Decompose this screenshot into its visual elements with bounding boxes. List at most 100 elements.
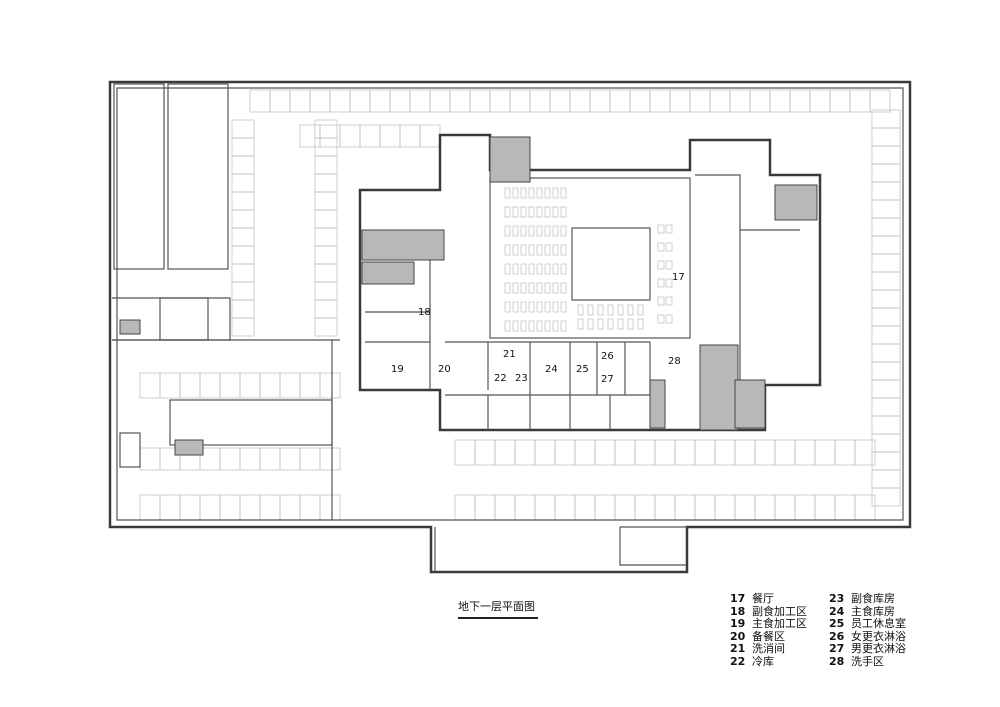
- drawing-title: 地下一层平面图: [458, 598, 538, 619]
- table: [520, 320, 527, 332]
- table: [536, 263, 543, 275]
- parking-stall: [231, 227, 255, 247]
- parking-stall: [231, 173, 255, 193]
- table: [577, 304, 584, 316]
- parking-stall: [871, 127, 901, 147]
- table: [520, 187, 527, 199]
- parking-stall: [629, 89, 651, 113]
- room-24-label: 24: [545, 364, 558, 375]
- parking-stall: [694, 494, 716, 521]
- dining-tables: [504, 187, 673, 332]
- parking-stall: [199, 372, 221, 399]
- parking-stall: [869, 89, 891, 113]
- table: [560, 301, 567, 313]
- parking-stall: [634, 439, 656, 466]
- parking-stall: [794, 494, 816, 521]
- parking-stall: [514, 439, 536, 466]
- parking-stall: [754, 494, 776, 521]
- table: [520, 282, 527, 294]
- table: [520, 263, 527, 275]
- room-20-label: 20: [438, 364, 451, 375]
- parking-stall: [314, 263, 338, 283]
- parking-stall: [714, 494, 736, 521]
- parking-stall: [231, 281, 255, 301]
- parking-stall: [509, 89, 531, 113]
- table: [504, 263, 511, 275]
- parking-stall: [329, 89, 351, 113]
- table: [597, 304, 604, 316]
- parking-stall: [249, 89, 271, 113]
- parking-stall: [871, 469, 901, 489]
- parking-stall: [279, 447, 301, 471]
- table: [512, 320, 519, 332]
- parking-stall: [159, 372, 181, 399]
- table: [512, 282, 519, 294]
- table: [520, 244, 527, 256]
- dining-block: [119, 133, 822, 456]
- parking-stall: [774, 494, 796, 521]
- room-19-label: 19: [391, 364, 404, 375]
- parking-stall: [694, 439, 716, 466]
- parking-stall: [834, 494, 856, 521]
- table: [528, 225, 535, 237]
- parking-stall: [219, 494, 241, 521]
- table: [544, 225, 551, 237]
- parking-stall: [654, 439, 676, 466]
- parking-stall: [729, 89, 751, 113]
- parking-stall: [239, 372, 261, 399]
- parking-stall: [794, 439, 816, 466]
- parking-stall: [314, 227, 338, 247]
- table: [512, 263, 519, 275]
- parking-stall: [569, 89, 591, 113]
- parking-stall: [449, 89, 471, 113]
- table: [536, 225, 543, 237]
- parking-stall: [871, 235, 901, 255]
- room-18-label: 18: [418, 307, 431, 318]
- parking-stall: [139, 494, 161, 521]
- table: [657, 314, 665, 324]
- parking-stall: [574, 439, 596, 466]
- parking-stall: [871, 451, 901, 471]
- table: [528, 301, 535, 313]
- parking-stall: [389, 89, 411, 113]
- parking-stall: [594, 494, 616, 521]
- table: [504, 320, 511, 332]
- parking-stall: [871, 325, 901, 345]
- parking-stall: [179, 494, 201, 521]
- parking-stall: [871, 307, 901, 327]
- parking-stall: [199, 494, 221, 521]
- table: [617, 304, 624, 316]
- parking-stall: [359, 124, 381, 148]
- table: [552, 225, 559, 237]
- table: [536, 301, 543, 313]
- room-17-label: 17: [672, 272, 685, 283]
- parking-stall: [299, 447, 321, 471]
- table: [552, 244, 559, 256]
- room-numbers: 17 18 19 20 21 22 23 24 25 26 27 28: [391, 272, 685, 385]
- parking-stall: [299, 124, 321, 148]
- parking-stall: [429, 89, 451, 113]
- parking-stall: [259, 447, 281, 471]
- parking-stall: [594, 439, 616, 466]
- table: [552, 263, 559, 275]
- table: [560, 225, 567, 237]
- parking-stall: [494, 494, 516, 521]
- parking-stall: [734, 439, 756, 466]
- table: [536, 282, 543, 294]
- parking-stall: [469, 89, 491, 113]
- parking-stall: [774, 439, 796, 466]
- table: [637, 318, 644, 330]
- parking-stall: [314, 119, 338, 139]
- table: [560, 187, 567, 199]
- parking-stall: [609, 89, 631, 113]
- table: [504, 244, 511, 256]
- parking-stall: [871, 415, 901, 435]
- table: [512, 301, 519, 313]
- parking-stall: [669, 89, 691, 113]
- parking-stall: [289, 89, 311, 113]
- table: [536, 244, 543, 256]
